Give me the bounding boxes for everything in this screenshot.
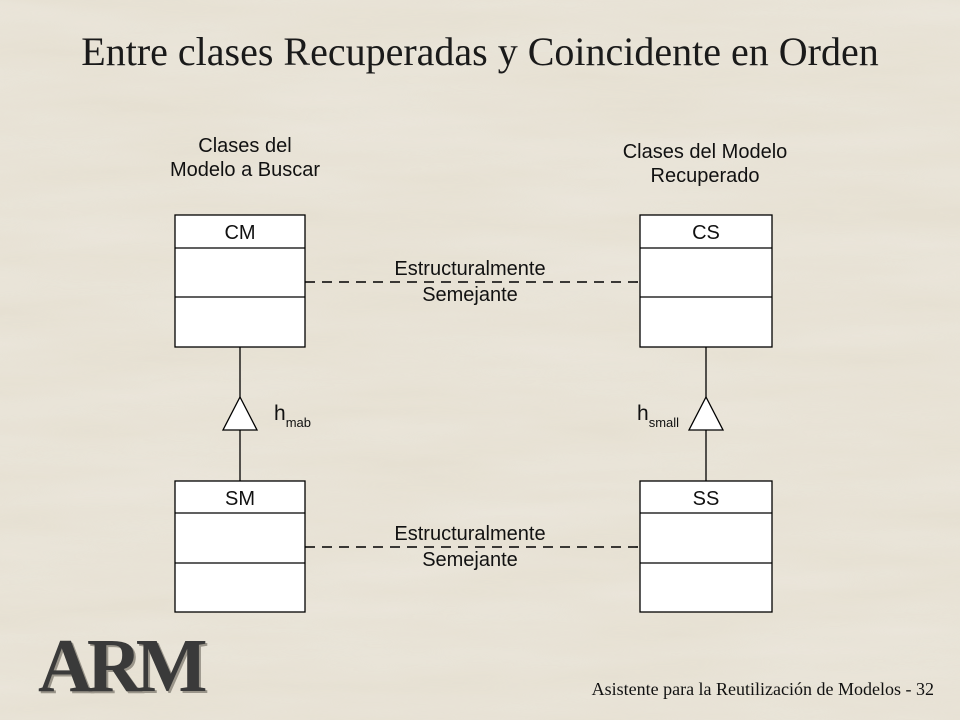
class-box-cm: CM: [174, 214, 306, 348]
relation-bottom-label-2: Semejante: [422, 549, 518, 571]
generalization-right: [687, 347, 725, 481]
class-box-cs: CS: [639, 214, 773, 348]
left-header-line-2: Modelo a Buscar: [169, 159, 321, 181]
generalization-right-label: hsmall: [637, 402, 679, 430]
arm-logo: ARM: [38, 624, 207, 708]
generalization-left-label: hmab: [274, 402, 311, 430]
right-column-header: Clases del Modelo Recuperado: [600, 140, 810, 188]
slide-footer: Asistente para la Reutilización de Model…: [591, 679, 934, 699]
right-header-line-2: Recuperado: [650, 165, 760, 187]
relation-bottom-label-1: Estructuralmente: [394, 523, 545, 545]
class-name-sm: SM: [225, 488, 255, 510]
class-name-cs: CS: [692, 222, 720, 244]
generalization-left: [221, 347, 259, 481]
relation-top-label-1: Estructuralmente: [394, 258, 545, 280]
class-name-cm: CM: [224, 222, 255, 244]
left-header-line-1: Clases del: [198, 135, 292, 157]
slide-title: Entre clases Recuperadas y Coincidente e…: [81, 29, 879, 74]
class-name-ss: SS: [693, 488, 720, 510]
class-box-sm: SM: [174, 480, 306, 613]
class-box-ss: SS: [639, 480, 773, 613]
right-header-line-1: Clases del Modelo: [622, 141, 788, 163]
left-column-header: Clases del Modelo a Buscar: [140, 134, 350, 182]
relation-top-label-2: Semejante: [422, 284, 518, 306]
